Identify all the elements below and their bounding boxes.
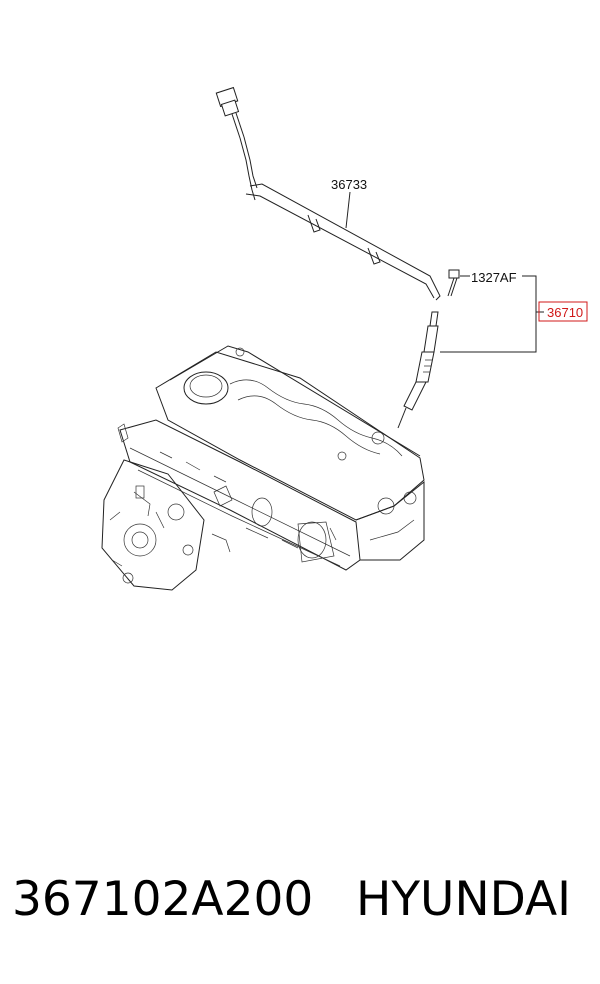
harness-connector bbox=[215, 86, 245, 139]
callout-1327af: 1327AF bbox=[471, 270, 517, 285]
glow-plug bbox=[397, 311, 439, 429]
bolt-1327af bbox=[447, 269, 470, 297]
part-number-caption: 367102A200 bbox=[12, 872, 314, 927]
brand-caption: HYUNDAI bbox=[356, 872, 571, 927]
callout-36710-highlight: 36710 bbox=[538, 301, 588, 322]
callout-36733: 36733 bbox=[331, 177, 367, 192]
engine-assembly bbox=[101, 345, 425, 591]
glow-plug-harness bbox=[215, 86, 441, 301]
callout-36710: 36710 bbox=[547, 305, 583, 320]
callout-bracket bbox=[440, 275, 544, 353]
